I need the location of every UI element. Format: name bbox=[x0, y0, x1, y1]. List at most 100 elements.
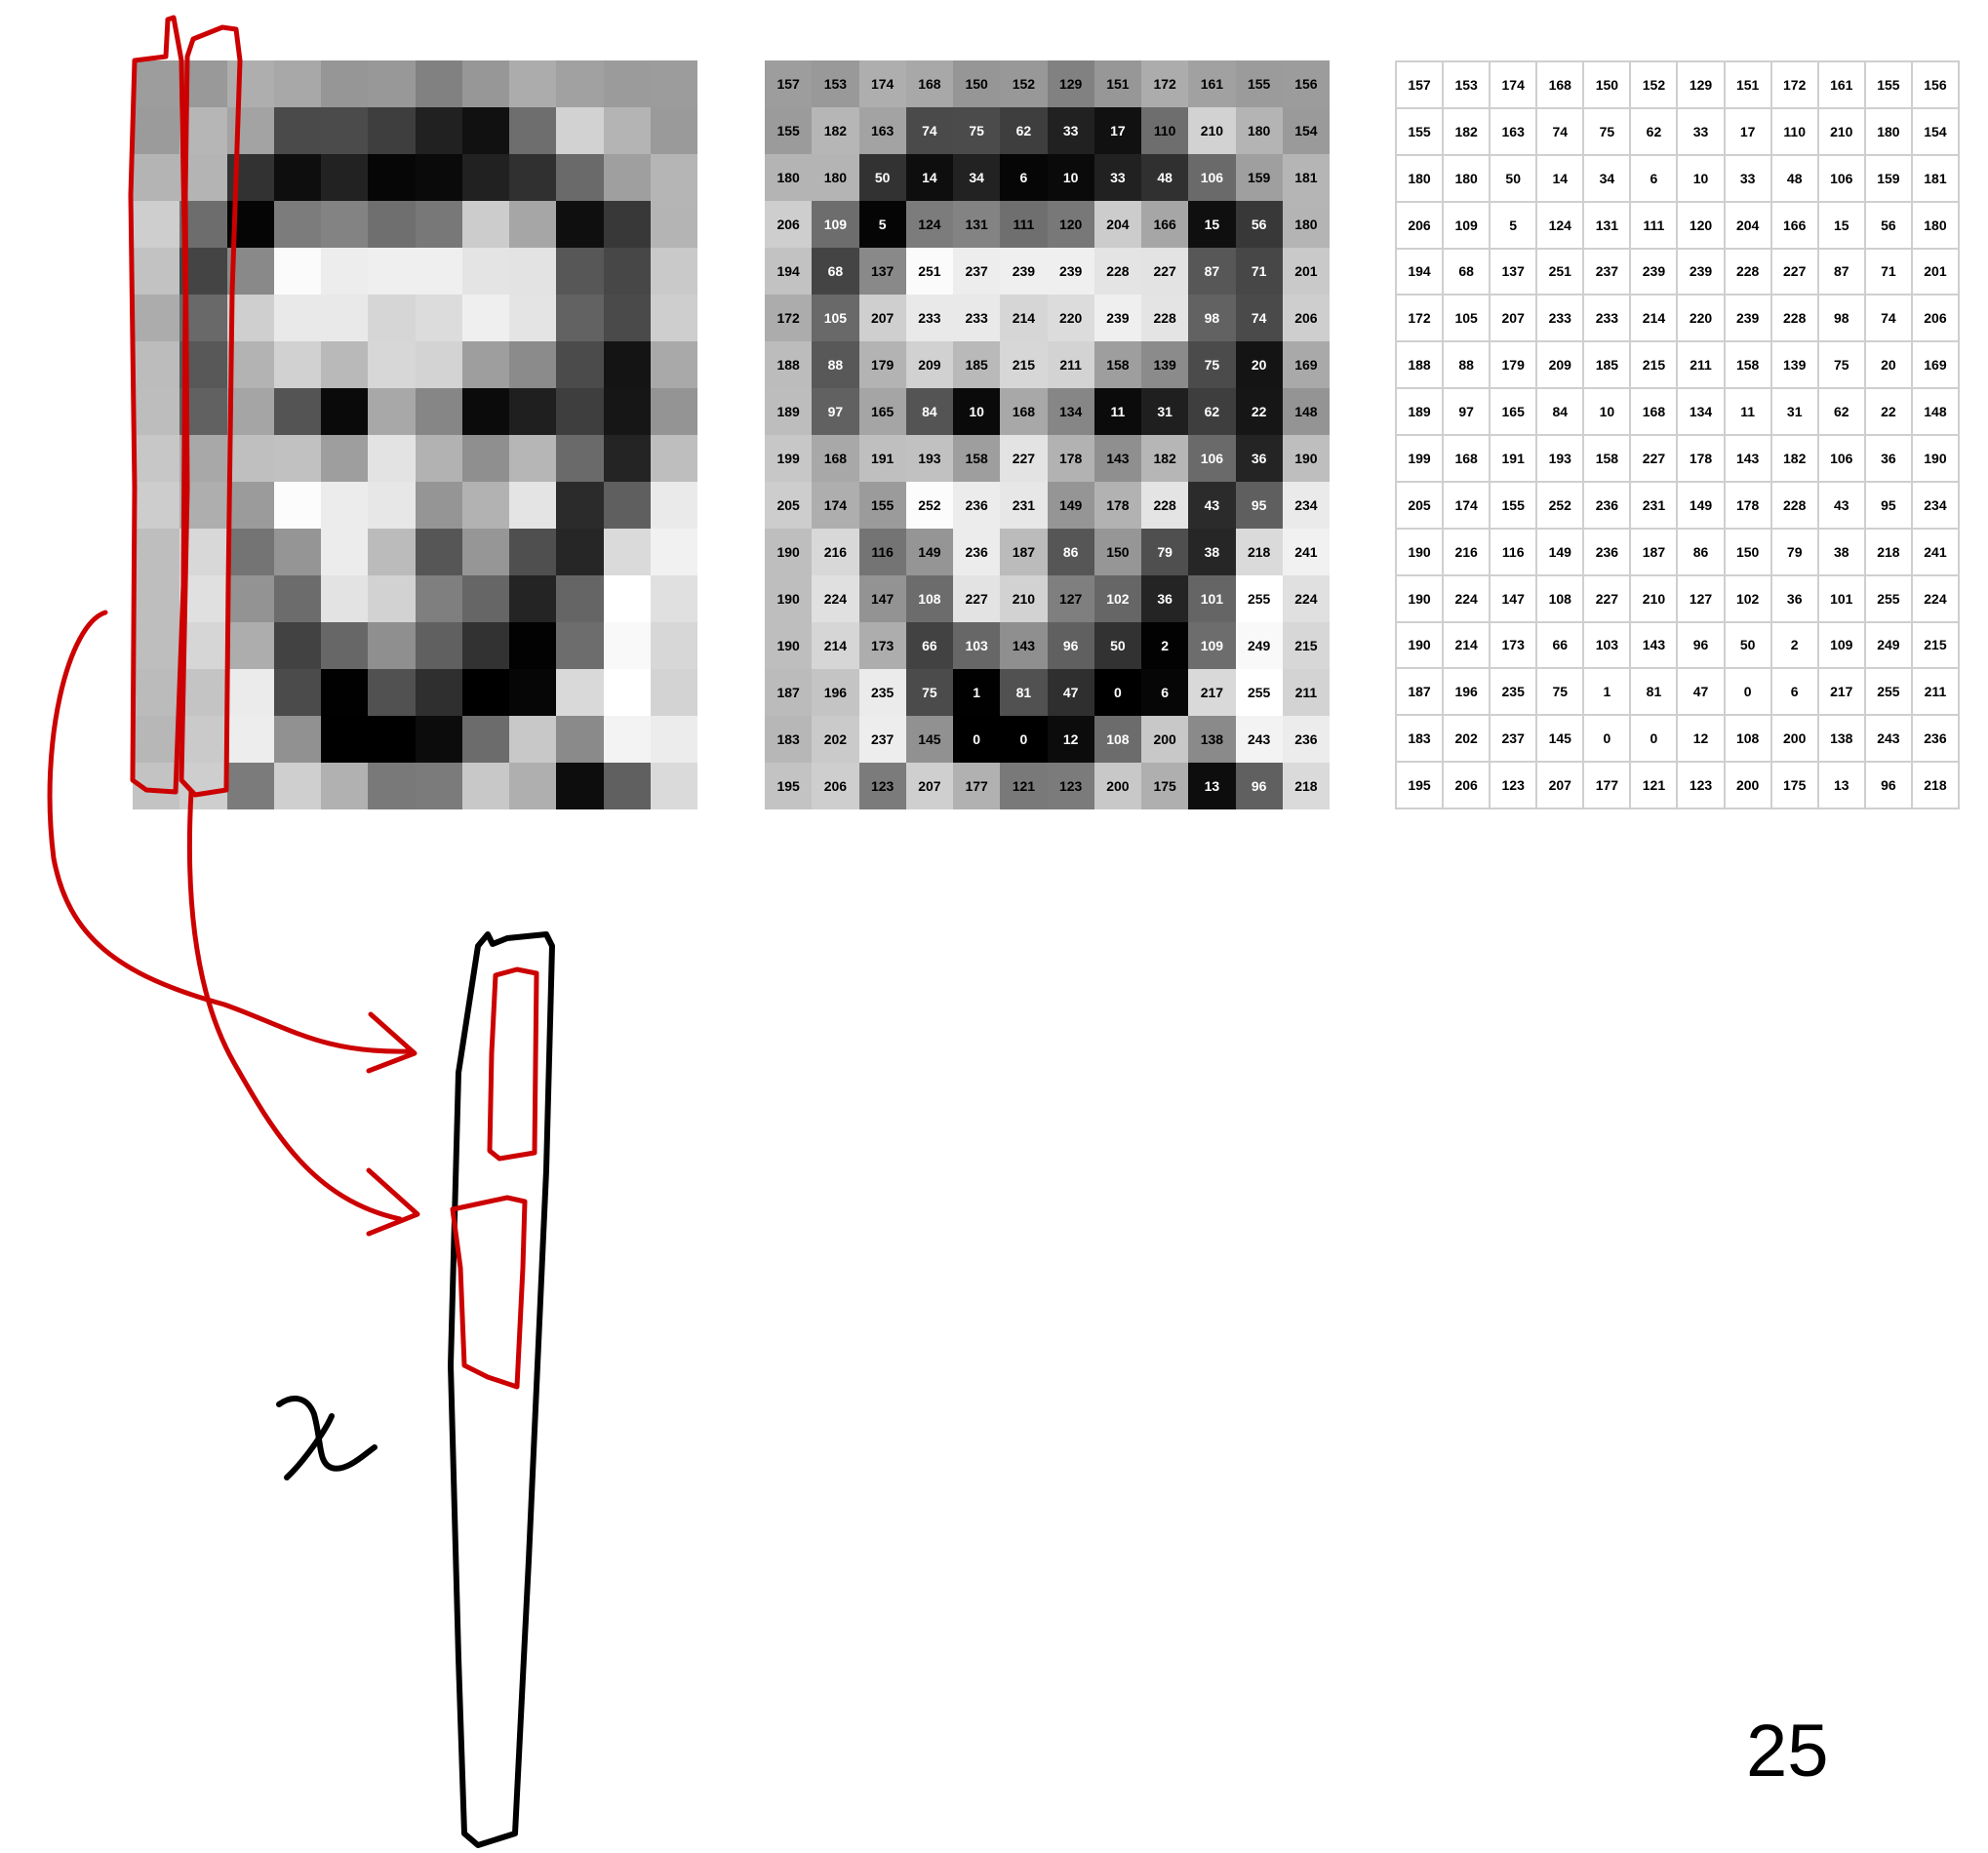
plain-value-cell: 17 bbox=[1725, 108, 1772, 156]
page-number: 25 bbox=[1746, 1710, 1829, 1793]
shaded-value-cell: 159 bbox=[1235, 154, 1283, 201]
shaded-value-cell: 237 bbox=[953, 248, 1001, 295]
pixel-cell bbox=[368, 763, 416, 809]
pixel-cell bbox=[133, 716, 180, 763]
shaded-value-cell: 154 bbox=[1282, 107, 1330, 154]
pixel-cell bbox=[226, 529, 274, 575]
shaded-value-cell: 227 bbox=[1000, 435, 1048, 482]
plain-value-cell: 216 bbox=[1444, 529, 1491, 576]
plain-value-cell: 187 bbox=[1397, 669, 1445, 717]
pixel-cell bbox=[603, 388, 651, 435]
pixel-cell bbox=[650, 248, 697, 295]
plain-value-cell: 180 bbox=[1865, 108, 1913, 156]
plain-value-cell: 10 bbox=[1678, 155, 1726, 203]
plain-value-cell: 129 bbox=[1678, 62, 1726, 109]
pixel-cell bbox=[273, 201, 321, 248]
shaded-value-cell: 239 bbox=[1000, 248, 1048, 295]
shaded-value-cell: 180 bbox=[1235, 107, 1283, 154]
plain-value-cell: 210 bbox=[1631, 575, 1679, 623]
pixel-cell bbox=[650, 388, 697, 435]
plain-value-cell: 62 bbox=[1631, 108, 1679, 156]
plain-value-cell: 236 bbox=[1584, 482, 1632, 530]
pixel-cell bbox=[133, 60, 180, 107]
pixel-cell bbox=[133, 154, 180, 201]
plain-value-cell: 215 bbox=[1912, 622, 1960, 670]
pixel-cell bbox=[273, 107, 321, 154]
plain-value-cell: 237 bbox=[1584, 249, 1632, 296]
plain-value-cell: 66 bbox=[1537, 622, 1585, 670]
plain-value-cell: 169 bbox=[1912, 342, 1960, 390]
shaded-value-cell: 1 bbox=[953, 669, 1001, 716]
pixel-cell bbox=[415, 201, 462, 248]
shaded-value-cell: 224 bbox=[812, 575, 859, 622]
plain-value-cell: 47 bbox=[1678, 669, 1726, 717]
pixel-cell bbox=[603, 575, 651, 622]
pixel-cell bbox=[461, 107, 509, 154]
shaded-value-cell: 101 bbox=[1188, 575, 1236, 622]
shaded-value-cell: 131 bbox=[953, 201, 1001, 248]
shaded-value-cell: 233 bbox=[953, 295, 1001, 341]
pixel-cell bbox=[368, 248, 416, 295]
plain-value-cell: 173 bbox=[1491, 622, 1538, 670]
shaded-value-cell: 86 bbox=[1047, 529, 1094, 575]
pixel-cell bbox=[556, 341, 604, 388]
plain-value-cell: 187 bbox=[1631, 529, 1679, 576]
shaded-value-cell: 22 bbox=[1235, 388, 1283, 435]
shaded-value-cell: 10 bbox=[953, 388, 1001, 435]
shaded-value-cell: 50 bbox=[1093, 622, 1141, 669]
plain-value-cell: 158 bbox=[1584, 436, 1632, 483]
pixel-cell bbox=[650, 60, 697, 107]
pixel-cell bbox=[556, 482, 604, 529]
pixel-cell bbox=[461, 248, 509, 295]
pixel-cell bbox=[603, 248, 651, 295]
plain-value-cell: 0 bbox=[1584, 716, 1632, 764]
shaded-value-cell: 66 bbox=[905, 622, 953, 669]
pixel-cell bbox=[273, 60, 321, 107]
plain-value-cell: 174 bbox=[1444, 482, 1491, 530]
plain-value-cell: 190 bbox=[1397, 575, 1445, 623]
pixel-cell bbox=[556, 763, 604, 809]
plain-value-cell: 177 bbox=[1584, 763, 1632, 809]
pixel-cell bbox=[321, 154, 369, 201]
shaded-value-cell: 207 bbox=[858, 295, 906, 341]
pixel-cell bbox=[179, 669, 227, 716]
shaded-value-cell: 155 bbox=[1235, 60, 1283, 107]
plain-value-cell: 200 bbox=[1725, 763, 1772, 809]
plain-value-cell: 161 bbox=[1818, 62, 1866, 109]
pixel-cell bbox=[415, 435, 462, 482]
pixel-cell bbox=[461, 482, 509, 529]
plain-value-cell: 183 bbox=[1397, 716, 1445, 764]
pixel-cell bbox=[179, 575, 227, 622]
pixel-cell bbox=[603, 295, 651, 341]
plain-value-cell: 178 bbox=[1678, 436, 1726, 483]
shaded-value-cell: 75 bbox=[905, 669, 953, 716]
plain-value-cell: 233 bbox=[1537, 296, 1585, 343]
plain-value-cell: 31 bbox=[1771, 389, 1819, 436]
pixel-cell bbox=[461, 435, 509, 482]
plain-value-cell: 127 bbox=[1678, 575, 1726, 623]
shaded-value-cell: 106 bbox=[1188, 154, 1236, 201]
shaded-value-cell: 155 bbox=[765, 107, 813, 154]
plain-value-cell: 206 bbox=[1912, 296, 1960, 343]
pixel-cell bbox=[415, 154, 462, 201]
pixel-cell bbox=[415, 622, 462, 669]
pixel-cell bbox=[179, 341, 227, 388]
pixel-cell bbox=[509, 482, 557, 529]
shaded-value-cell: 153 bbox=[812, 60, 859, 107]
shaded-value-cell: 182 bbox=[1141, 435, 1189, 482]
vector-segment-1 bbox=[487, 966, 539, 1162]
plain-value-cell: 180 bbox=[1444, 155, 1491, 203]
shaded-value-cell: 185 bbox=[953, 341, 1001, 388]
plain-value-cell: 217 bbox=[1818, 669, 1866, 717]
shaded-value-cell: 148 bbox=[1282, 388, 1330, 435]
pixel-cell bbox=[368, 575, 416, 622]
plain-value-cell: 181 bbox=[1912, 155, 1960, 203]
shaded-value-cell: 106 bbox=[1188, 435, 1236, 482]
shaded-value-cell: 187 bbox=[765, 669, 813, 716]
plain-value-cell: 149 bbox=[1537, 529, 1585, 576]
plain-value-cell: 56 bbox=[1865, 202, 1913, 250]
plain-value-cell: 123 bbox=[1491, 763, 1538, 809]
shaded-value-cell: 158 bbox=[953, 435, 1001, 482]
shaded-value-cell: 205 bbox=[765, 482, 813, 529]
shaded-value-cell: 182 bbox=[812, 107, 859, 154]
